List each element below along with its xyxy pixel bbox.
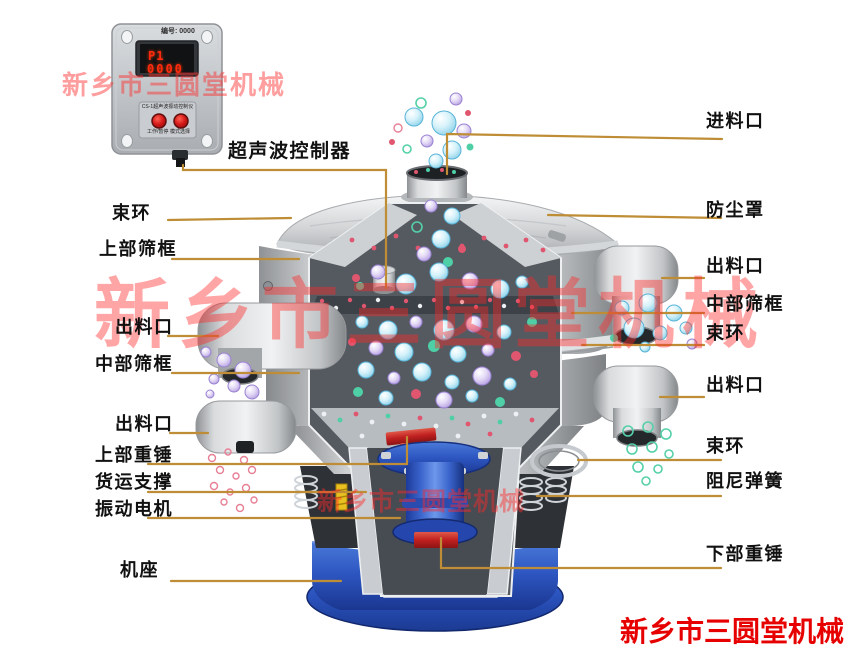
callout-left-bundle-ring: 束环 <box>112 203 151 223</box>
band-bolt <box>263 281 273 291</box>
callout-left-upper-sieve-frame: 上部筛框 <box>99 239 177 259</box>
mode-select-button-label: 模式选择 <box>170 129 191 135</box>
brand-text: 新乡市三圆堂机械 <box>620 616 845 647</box>
screw-icon <box>121 134 133 148</box>
controller-graphic <box>111 23 223 167</box>
callout-right-lower-hammer: 下部重锤 <box>706 544 784 564</box>
callout-left-upper-hammer: 上部重锤 <box>95 445 173 465</box>
callout-ultrasonic-controller: 超声波控制器 <box>228 141 352 162</box>
callout-left-discharge-port-2: 出料口 <box>115 414 174 434</box>
callout-left-middle-sieve-frame: 中部筛框 <box>95 354 173 374</box>
screw-icon <box>201 30 213 44</box>
vibration-motor-graphic <box>377 427 491 548</box>
callout-right-middle-sieve-frame: 中部筛框 <box>706 294 784 314</box>
damping-springs-graphic <box>294 444 588 511</box>
button-panel <box>138 101 197 139</box>
leader-lines <box>146 132 724 583</box>
screw-icon <box>201 134 213 148</box>
feed-inlet <box>401 165 473 205</box>
work-pause-button <box>151 113 167 129</box>
screw-icon <box>121 30 133 44</box>
callout-right-discharge-port-2: 出料口 <box>706 375 765 395</box>
callout-right-bundle-ring-1: 束环 <box>706 323 745 343</box>
callout-left-machine-base: 机座 <box>120 560 159 580</box>
mode-select-button <box>173 113 189 129</box>
callout-right-feed-inlet: 进料口 <box>706 111 765 131</box>
controller-display-line2: 0000 <box>147 62 184 76</box>
callout-left-discharge-port-1: 出料口 <box>115 317 174 337</box>
controller-serial-label: 编号: 0000 <box>161 28 195 35</box>
controller-panel-title: CS-1超声波振动控制仪 <box>141 104 194 110</box>
callout-right-bundle-ring-2: 束环 <box>706 436 745 456</box>
controller-display-line1: P1 <box>148 49 165 63</box>
callout-left-cargo-support: 货运支撑 <box>95 472 173 492</box>
connector-plug <box>172 150 188 160</box>
work-pause-button-label: 工作/暂停 <box>147 129 169 135</box>
callout-right-discharge-port-1: 出料口 <box>706 256 765 276</box>
callout-left-vibration-motor: 振动电机 <box>95 499 173 519</box>
callout-right-damping-spring: 阻尼弹簧 <box>706 471 784 491</box>
callout-right-dust-cover: 防尘罩 <box>706 200 765 220</box>
